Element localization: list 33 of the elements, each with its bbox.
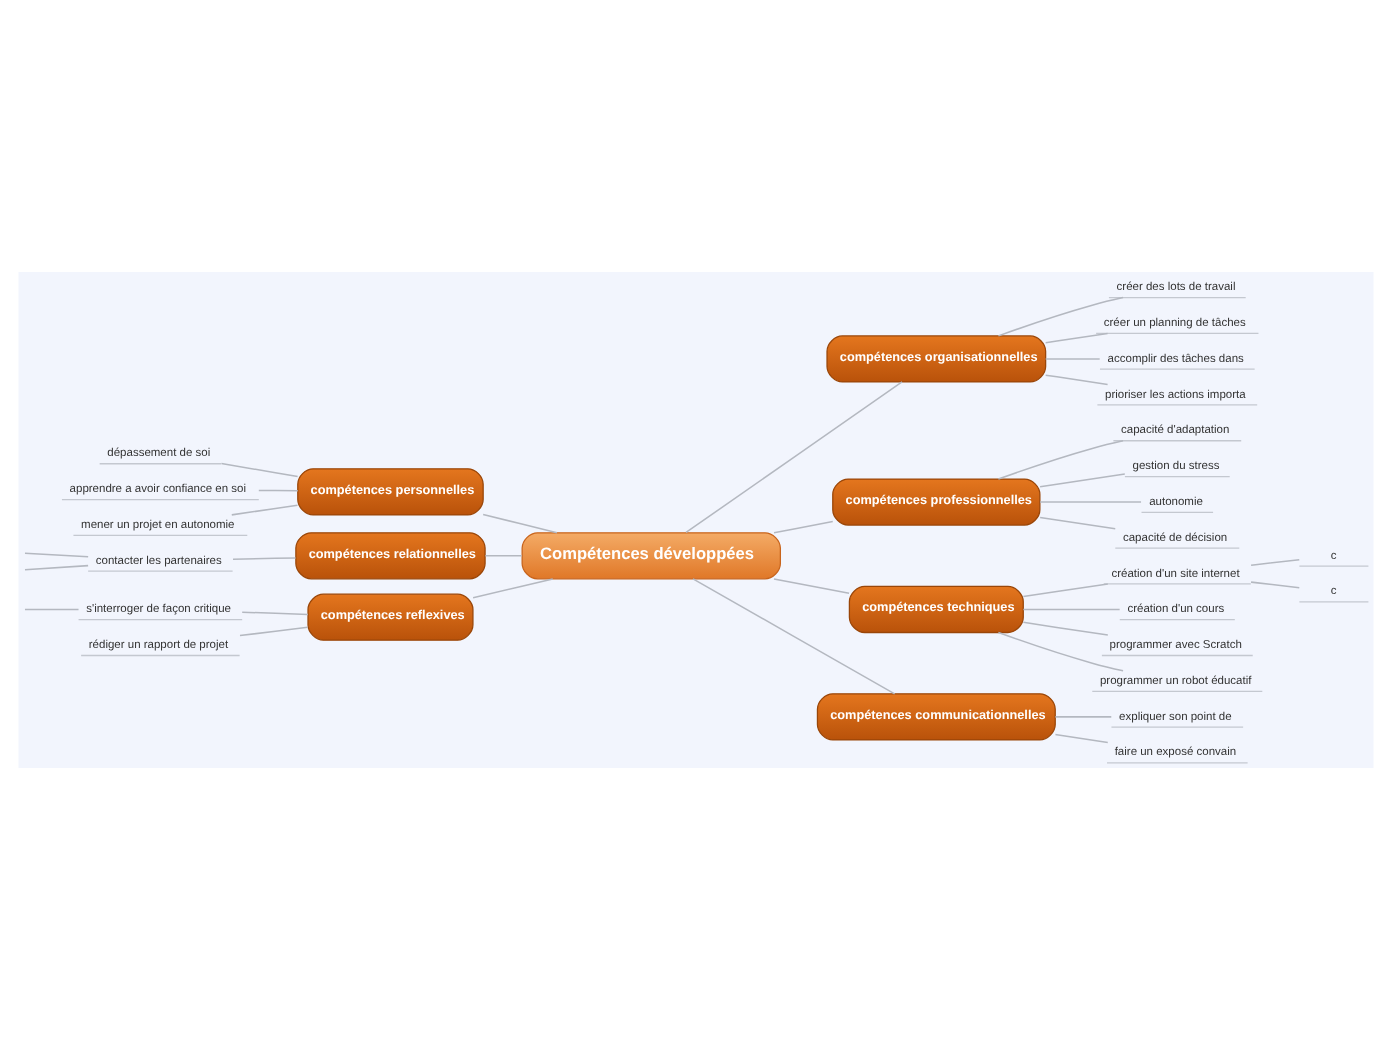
connector: [692, 578, 896, 695]
connector: [1044, 332, 1109, 344]
connector: [1054, 716, 1113, 718]
connector: [24, 552, 89, 558]
connector: [1250, 558, 1301, 567]
connector: [1039, 473, 1126, 488]
connector: [484, 555, 523, 557]
connector: [1250, 581, 1301, 589]
connector: [220, 462, 299, 478]
connector: [1044, 374, 1109, 386]
connector: [1044, 358, 1101, 360]
connector: [1039, 501, 1142, 503]
connector: [997, 631, 1124, 672]
connector: [258, 489, 299, 492]
connector: [773, 578, 850, 594]
node-box: Compétences développées: [521, 532, 781, 580]
connector: [241, 611, 309, 616]
connector: [24, 564, 89, 571]
connector: [472, 578, 554, 599]
connector: [231, 504, 299, 516]
connector: [482, 513, 558, 534]
connector: [997, 440, 1124, 480]
connector: [685, 381, 903, 534]
connector: [1022, 608, 1121, 611]
connector: [1039, 516, 1116, 530]
connector: [773, 520, 834, 534]
connector: [1022, 621, 1109, 636]
connector: [1054, 733, 1109, 744]
connector: [24, 608, 80, 611]
connector: [232, 557, 297, 561]
connector: [997, 296, 1124, 337]
connector: [1022, 583, 1109, 598]
connector: [239, 626, 309, 637]
